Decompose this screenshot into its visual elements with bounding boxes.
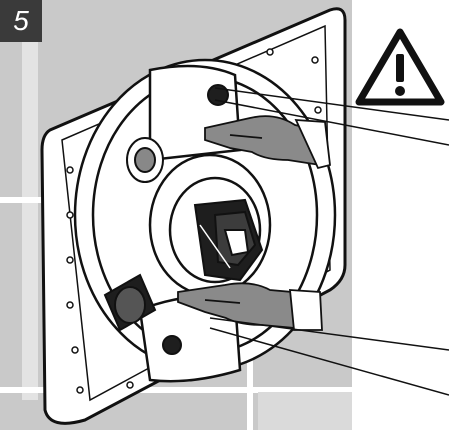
cartridge bbox=[193, 198, 264, 282]
callout-lines bbox=[209, 87, 449, 396]
lower-valve bbox=[103, 273, 182, 355]
upper-gloved-hand-icon bbox=[204, 115, 331, 170]
upper-valve bbox=[126, 84, 229, 183]
warning-triangle-icon bbox=[355, 28, 445, 106]
step-number-badge: 5 bbox=[0, 0, 42, 42]
